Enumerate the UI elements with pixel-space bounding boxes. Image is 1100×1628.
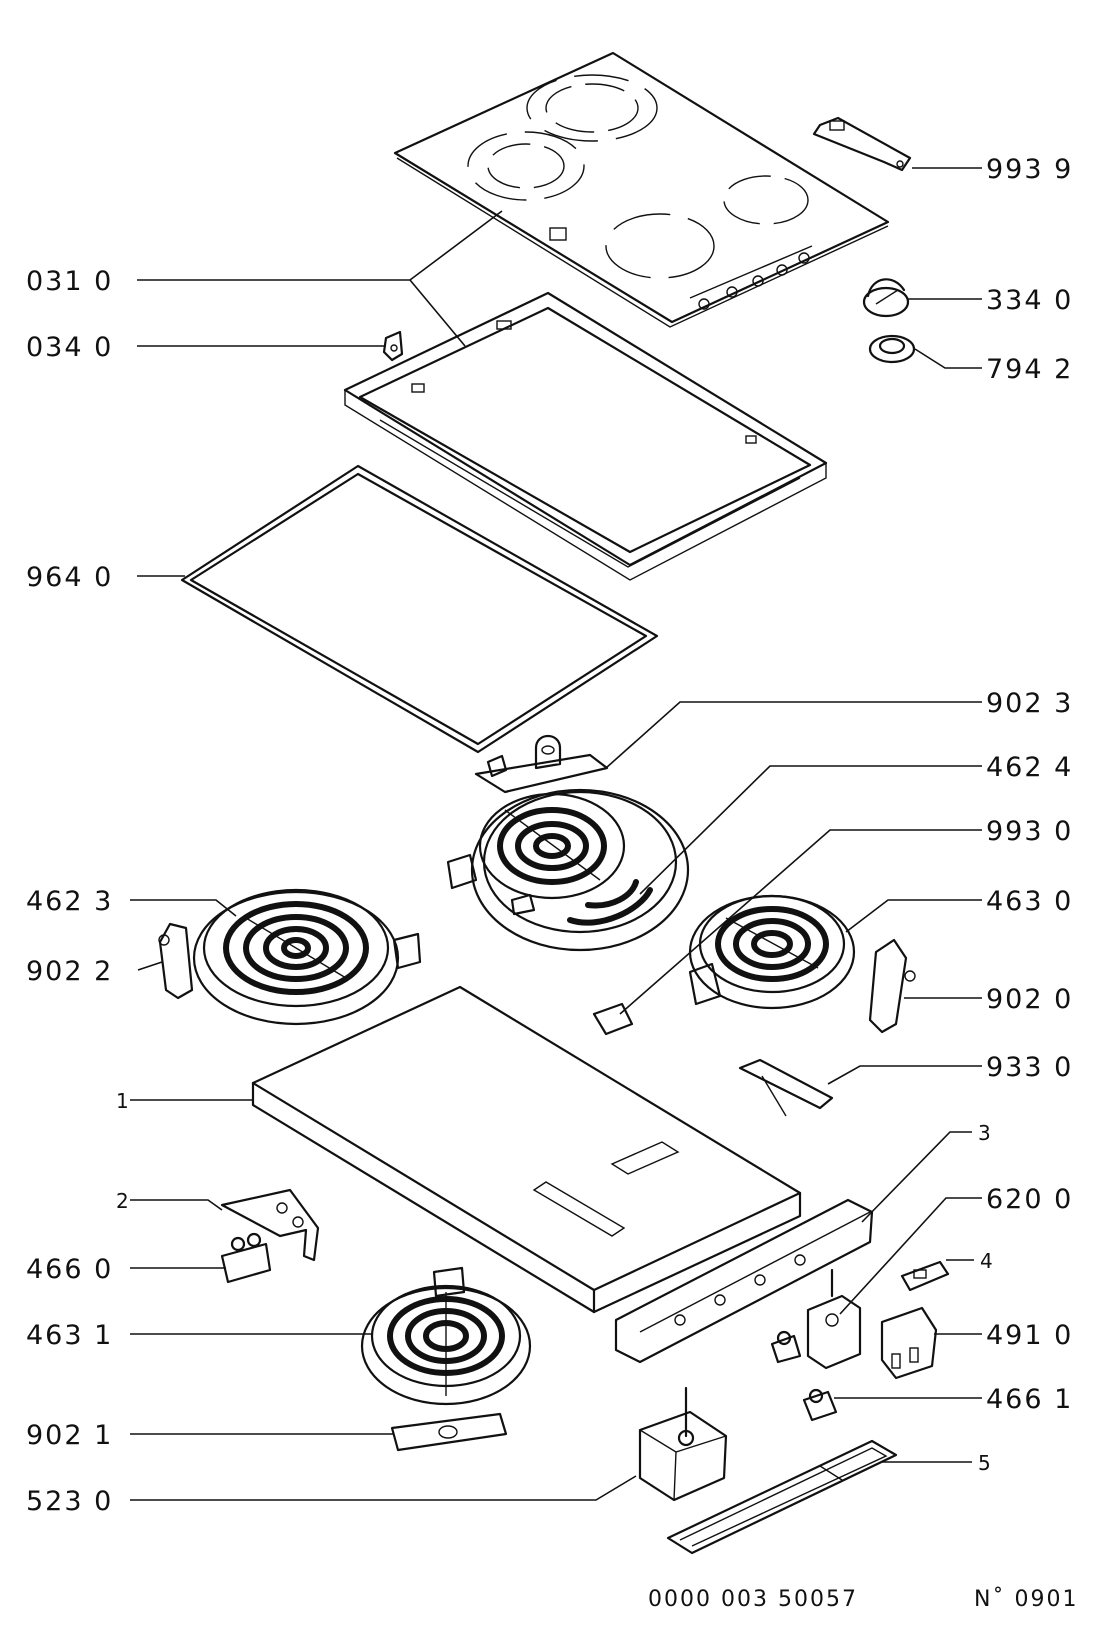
base-tray — [251, 985, 802, 1314]
leader-lines — [130, 167, 982, 1501]
gasket — [180, 464, 659, 754]
control-symbols — [689, 245, 813, 310]
part-4660-switch — [220, 1232, 272, 1284]
label-9022: 902 2 — [26, 956, 113, 987]
part-5-cover — [666, 1439, 898, 1555]
label-2: 2 — [116, 1189, 129, 1213]
part-4630-round-element — [688, 894, 856, 1010]
label-9939: 993 9 — [986, 154, 1073, 185]
label-9330: 933 0 — [986, 1052, 1073, 1083]
label-9930: 993 0 — [986, 816, 1073, 847]
part-0340-clip — [382, 330, 404, 362]
part-5230-regulator — [638, 1386, 728, 1502]
label-4660: 466 0 — [26, 1254, 113, 1285]
part-labels: 993 9 334 0 794 2 031 0 034 0 964 0 902 … — [26, 154, 1073, 1517]
footer-code: 0000 003 50057 — [648, 1587, 858, 1612]
label-5230: 523 0 — [26, 1486, 113, 1517]
label-3: 3 — [978, 1121, 991, 1145]
label-0340: 034 0 — [26, 332, 113, 363]
label-5: 5 — [978, 1451, 991, 1475]
part-4623-round-element — [192, 888, 422, 1026]
label-4: 4 — [980, 1249, 993, 1273]
part-7942-ring — [868, 334, 916, 364]
label-9023: 902 3 — [986, 688, 1073, 719]
part-4661-switch-b — [770, 1330, 802, 1364]
part-4661-switch — [802, 1388, 838, 1422]
part-9021-bracket — [390, 1412, 508, 1452]
part-4631-round-element — [360, 1266, 532, 1406]
label-4661: 466 1 — [986, 1384, 1073, 1415]
part-2-bracket — [220, 1188, 320, 1262]
label-1: 1 — [116, 1089, 129, 1113]
part-4-indicator — [900, 1260, 950, 1292]
part-9939-bracket — [812, 116, 912, 172]
footer: 0000 003 50057 N˚ 0901 — [648, 1587, 1078, 1612]
part-3340-knob — [862, 278, 910, 318]
part-9020-bracket — [868, 938, 916, 1034]
part-6200-switch — [806, 1268, 862, 1370]
label-7942: 794 2 — [986, 354, 1073, 385]
label-4624: 462 4 — [986, 752, 1073, 783]
part-4624-oval-element — [446, 788, 690, 952]
label-4910: 491 0 — [986, 1320, 1073, 1351]
label-3340: 334 0 — [986, 285, 1073, 316]
part-9330-bar — [738, 1058, 834, 1117]
part-9930-clip — [592, 1002, 634, 1036]
glass-cooktop-top — [393, 51, 890, 328]
part-9022-bracket — [158, 922, 194, 1000]
part-4910-switch — [880, 1306, 938, 1380]
label-9020: 902 0 — [986, 984, 1073, 1015]
control-panel — [614, 1198, 874, 1364]
label-6200: 620 0 — [986, 1184, 1073, 1215]
label-4630: 463 0 — [986, 886, 1073, 917]
label-9021: 902 1 — [26, 1420, 113, 1451]
label-0310: 031 0 — [26, 266, 113, 297]
label-4623: 462 3 — [26, 886, 113, 917]
label-9640: 964 0 — [26, 562, 113, 593]
label-4631: 463 1 — [26, 1320, 113, 1351]
footer-sheet: N˚ 0901 — [974, 1587, 1078, 1612]
glass-frame — [343, 291, 828, 581]
part-9023-bracket — [474, 734, 609, 794]
